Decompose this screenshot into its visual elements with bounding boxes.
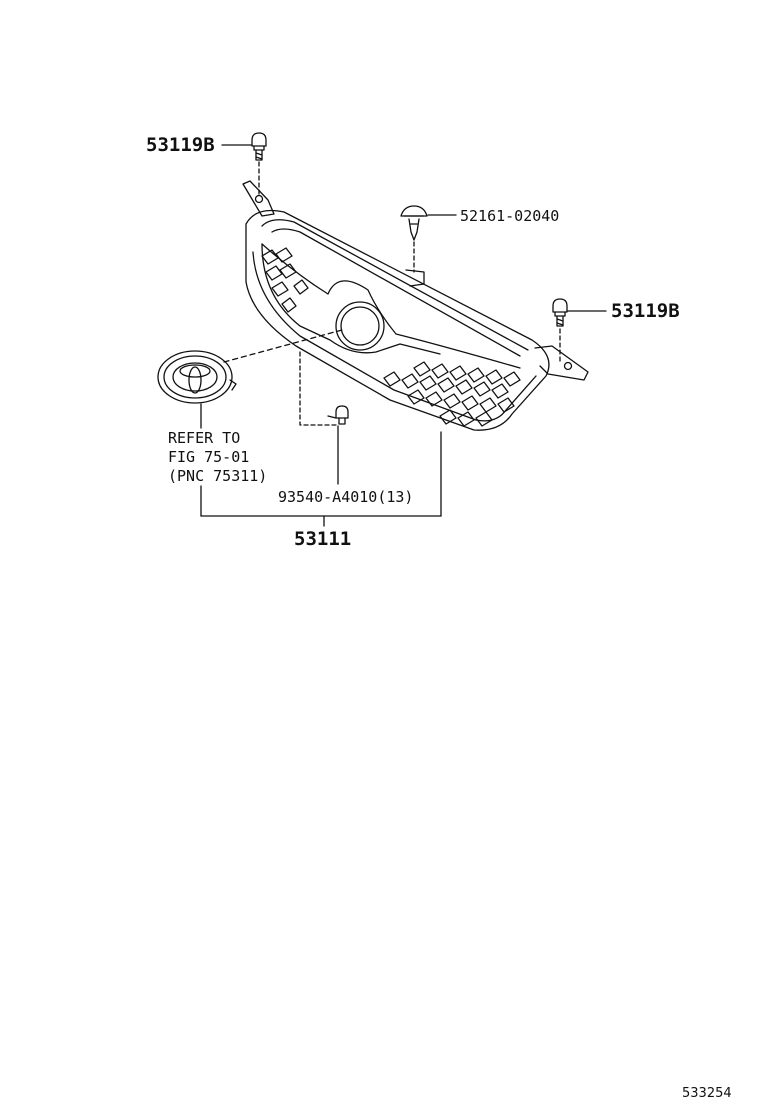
reference-line-1: REFER TO: [168, 429, 240, 447]
callout-clip: 52161-02040: [460, 207, 559, 225]
callout-bolt-right: 53119B: [611, 300, 680, 322]
bolt-right-icon: [552, 298, 568, 327]
dash-emblem: [223, 329, 343, 363]
screw-icon: [327, 405, 349, 425]
reference-line-3: (PNC 75311): [168, 467, 267, 485]
radiator-grille: [242, 180, 589, 431]
dash-screw: [299, 351, 337, 426]
assembly-bracket: [200, 403, 442, 527]
bolt-left-icon: [251, 132, 267, 161]
reference-line-2: FIG 75-01: [168, 448, 249, 466]
clip-icon: [400, 205, 428, 241]
callout-assembly: 53111: [294, 528, 351, 550]
callout-bolt-left: 53119B: [146, 134, 215, 156]
callout-screw: 93540-A4010(13): [278, 488, 413, 506]
figure-id: 533254: [682, 1086, 732, 1101]
emblem-icon: [157, 350, 237, 404]
